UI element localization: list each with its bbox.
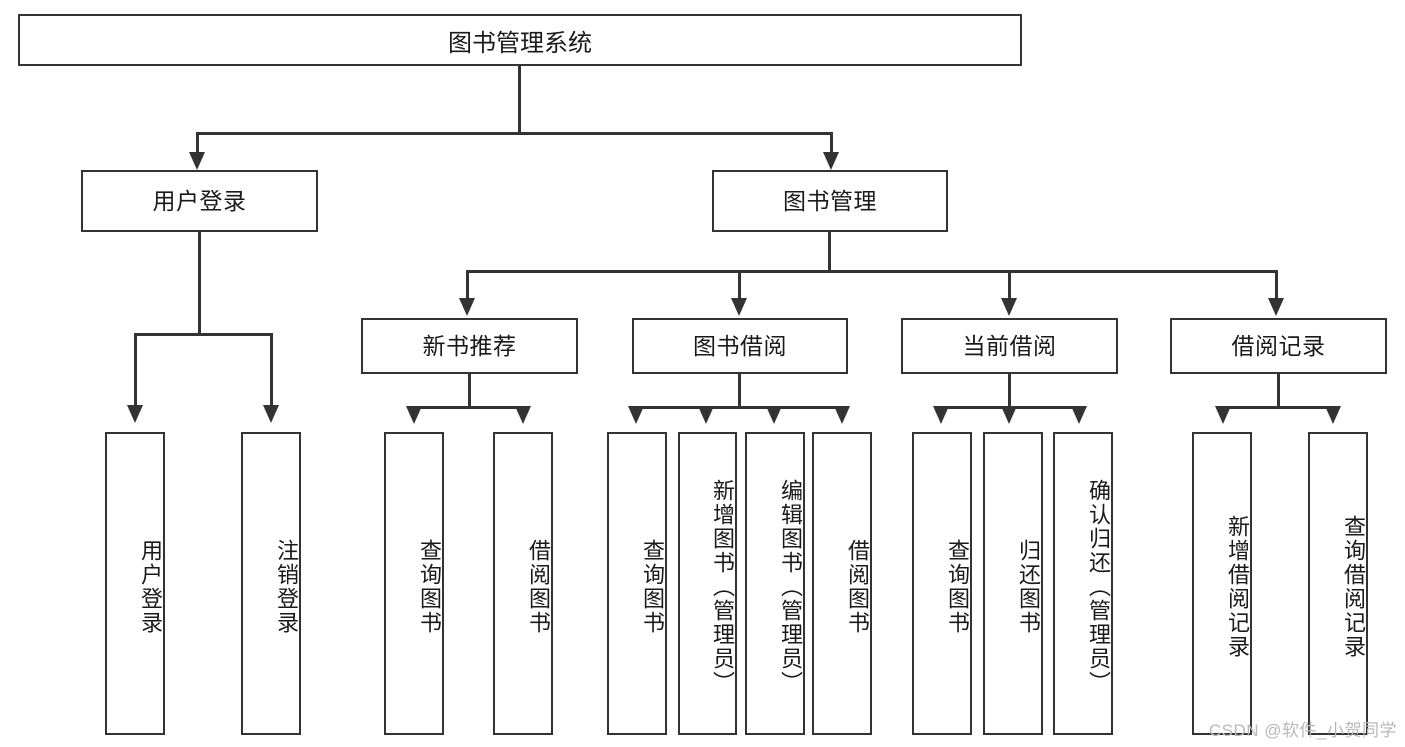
leaf-nbr-borrow-book[interactable]: 借阅图书: [493, 432, 553, 735]
leaf-bb-borrow-book-label: 借阅图书: [845, 538, 870, 635]
leaf-bb-borrow-book[interactable]: 借阅图书: [812, 432, 872, 735]
leaf-bb-edit-book-admin[interactable]: 编辑图书（管理员）: [745, 432, 805, 735]
edge-root-to-user-login: [196, 132, 199, 157]
arrow-nbr-to-leaf-2: [515, 406, 531, 424]
leaf-cb-confirm-return-admin[interactable]: 确认归还（管理员）: [1053, 432, 1113, 735]
node-new-book-recommend-label: 新书推荐: [422, 332, 517, 359]
arrow-bm-to-new-book: [459, 298, 475, 316]
node-borrow-record[interactable]: 借阅记录: [1170, 318, 1387, 374]
leaf-cb-query-book-label: 查询图书: [945, 538, 970, 635]
leaf-bb-query-book[interactable]: 查询图书: [607, 432, 667, 735]
arrow-br-to-leaf-1: [1215, 406, 1231, 424]
leaf-br-query-record[interactable]: 查询借阅记录: [1308, 432, 1368, 735]
leaf-nbr-borrow-book-label: 借阅图书: [526, 538, 551, 635]
leaf-br-add-record[interactable]: 新增借阅记录: [1192, 432, 1252, 735]
arrow-cb-to-leaf-3: [1071, 406, 1087, 424]
edge-cb-stem: [1008, 374, 1011, 408]
node-new-book-recommend[interactable]: 新书推荐: [361, 318, 578, 374]
edge-book-management-stem: [828, 232, 831, 272]
node-borrow-record-label: 借阅记录: [1231, 332, 1326, 359]
edge-bm-to-borrow-record: [1275, 270, 1278, 302]
edge-bb-stem: [738, 374, 741, 408]
arrow-user-login-to-leaf-2: [263, 405, 279, 423]
edge-br-bus: [1222, 406, 1335, 409]
leaf-br-query-record-label: 查询借阅记录: [1341, 514, 1366, 659]
leaf-nbr-query-book-label: 查询图书: [417, 538, 442, 635]
arrow-cb-to-leaf-2: [1001, 406, 1017, 424]
edge-root-stem: [518, 66, 521, 134]
arrow-bm-to-current-borrow: [1001, 298, 1017, 316]
leaf-user-login[interactable]: 用户登录: [105, 432, 165, 735]
leaf-bb-add-book-admin-label: 新增图书（管理员）: [710, 478, 735, 695]
arrow-bb-to-leaf-4: [834, 406, 850, 424]
arrow-bb-to-leaf-3: [766, 406, 782, 424]
edge-root-to-book-manage: [830, 132, 833, 157]
arrow-nbr-to-leaf-1: [406, 406, 422, 424]
arrow-bb-to-leaf-2: [698, 406, 714, 424]
edge-bm-to-new-book: [466, 270, 469, 302]
edge-bm-to-book-borrow: [738, 270, 741, 302]
leaf-user-login-label: 用户登录: [138, 538, 163, 635]
leaf-bb-query-book-label: 查询图书: [640, 538, 665, 635]
arrow-cb-to-leaf-1: [933, 406, 949, 424]
leaf-bb-edit-book-admin-label: 编辑图书（管理员）: [778, 478, 803, 695]
node-root-system[interactable]: 图书管理系统: [18, 14, 1022, 66]
arrow-root-to-user-login: [189, 152, 205, 170]
leaf-nbr-query-book[interactable]: 查询图书: [384, 432, 444, 735]
node-user-login[interactable]: 用户登录: [81, 170, 318, 232]
edge-user-login-stem: [198, 232, 201, 335]
edge-book-management-bus: [466, 270, 1278, 273]
arrow-bm-to-book-borrow: [731, 298, 747, 316]
leaf-cb-confirm-return-admin-label: 确认归还（管理员）: [1086, 478, 1111, 695]
leaf-logout-login-label: 注销登录: [274, 538, 299, 635]
edge-user-login-to-leaf-1: [134, 333, 137, 409]
leaf-cb-query-book[interactable]: 查询图书: [912, 432, 972, 735]
arrow-user-login-to-leaf-1: [127, 405, 143, 423]
edge-bb-bus: [635, 406, 845, 409]
edge-user-login-bus: [134, 333, 273, 336]
leaf-cb-return-book[interactable]: 归还图书: [983, 432, 1043, 735]
node-book-management[interactable]: 图书管理: [712, 170, 948, 232]
arrow-bb-to-leaf-1: [628, 406, 644, 424]
arrow-root-to-book-manage: [823, 152, 839, 170]
leaf-logout-login[interactable]: 注销登录: [241, 432, 301, 735]
leaf-br-add-record-label: 新增借阅记录: [1225, 514, 1250, 659]
arrow-br-to-leaf-2: [1325, 406, 1341, 424]
node-current-borrow[interactable]: 当前借阅: [901, 318, 1118, 374]
edge-bm-to-current-borrow: [1008, 270, 1011, 302]
edge-br-stem: [1277, 374, 1280, 408]
edge-root-bus: [196, 132, 833, 135]
arrow-bm-to-borrow-record: [1268, 298, 1284, 316]
edge-nbr-stem: [468, 374, 471, 408]
leaf-bb-add-book-admin[interactable]: 新增图书（管理员）: [678, 432, 737, 735]
node-book-management-label: 图书管理: [783, 187, 877, 214]
leaf-cb-return-book-label: 归还图书: [1016, 538, 1041, 635]
edge-nbr-bus: [413, 406, 525, 409]
node-book-borrow[interactable]: 图书借阅: [632, 318, 848, 374]
node-user-login-label: 用户登录: [152, 187, 247, 214]
edge-user-login-to-leaf-2: [270, 333, 273, 409]
node-book-borrow-label: 图书借阅: [693, 332, 787, 359]
csdn-watermark: CSDN @软件_小贺同学: [1208, 721, 1397, 740]
node-current-borrow-label: 当前借阅: [962, 332, 1057, 359]
node-root-label: 图书管理系统: [448, 29, 592, 57]
